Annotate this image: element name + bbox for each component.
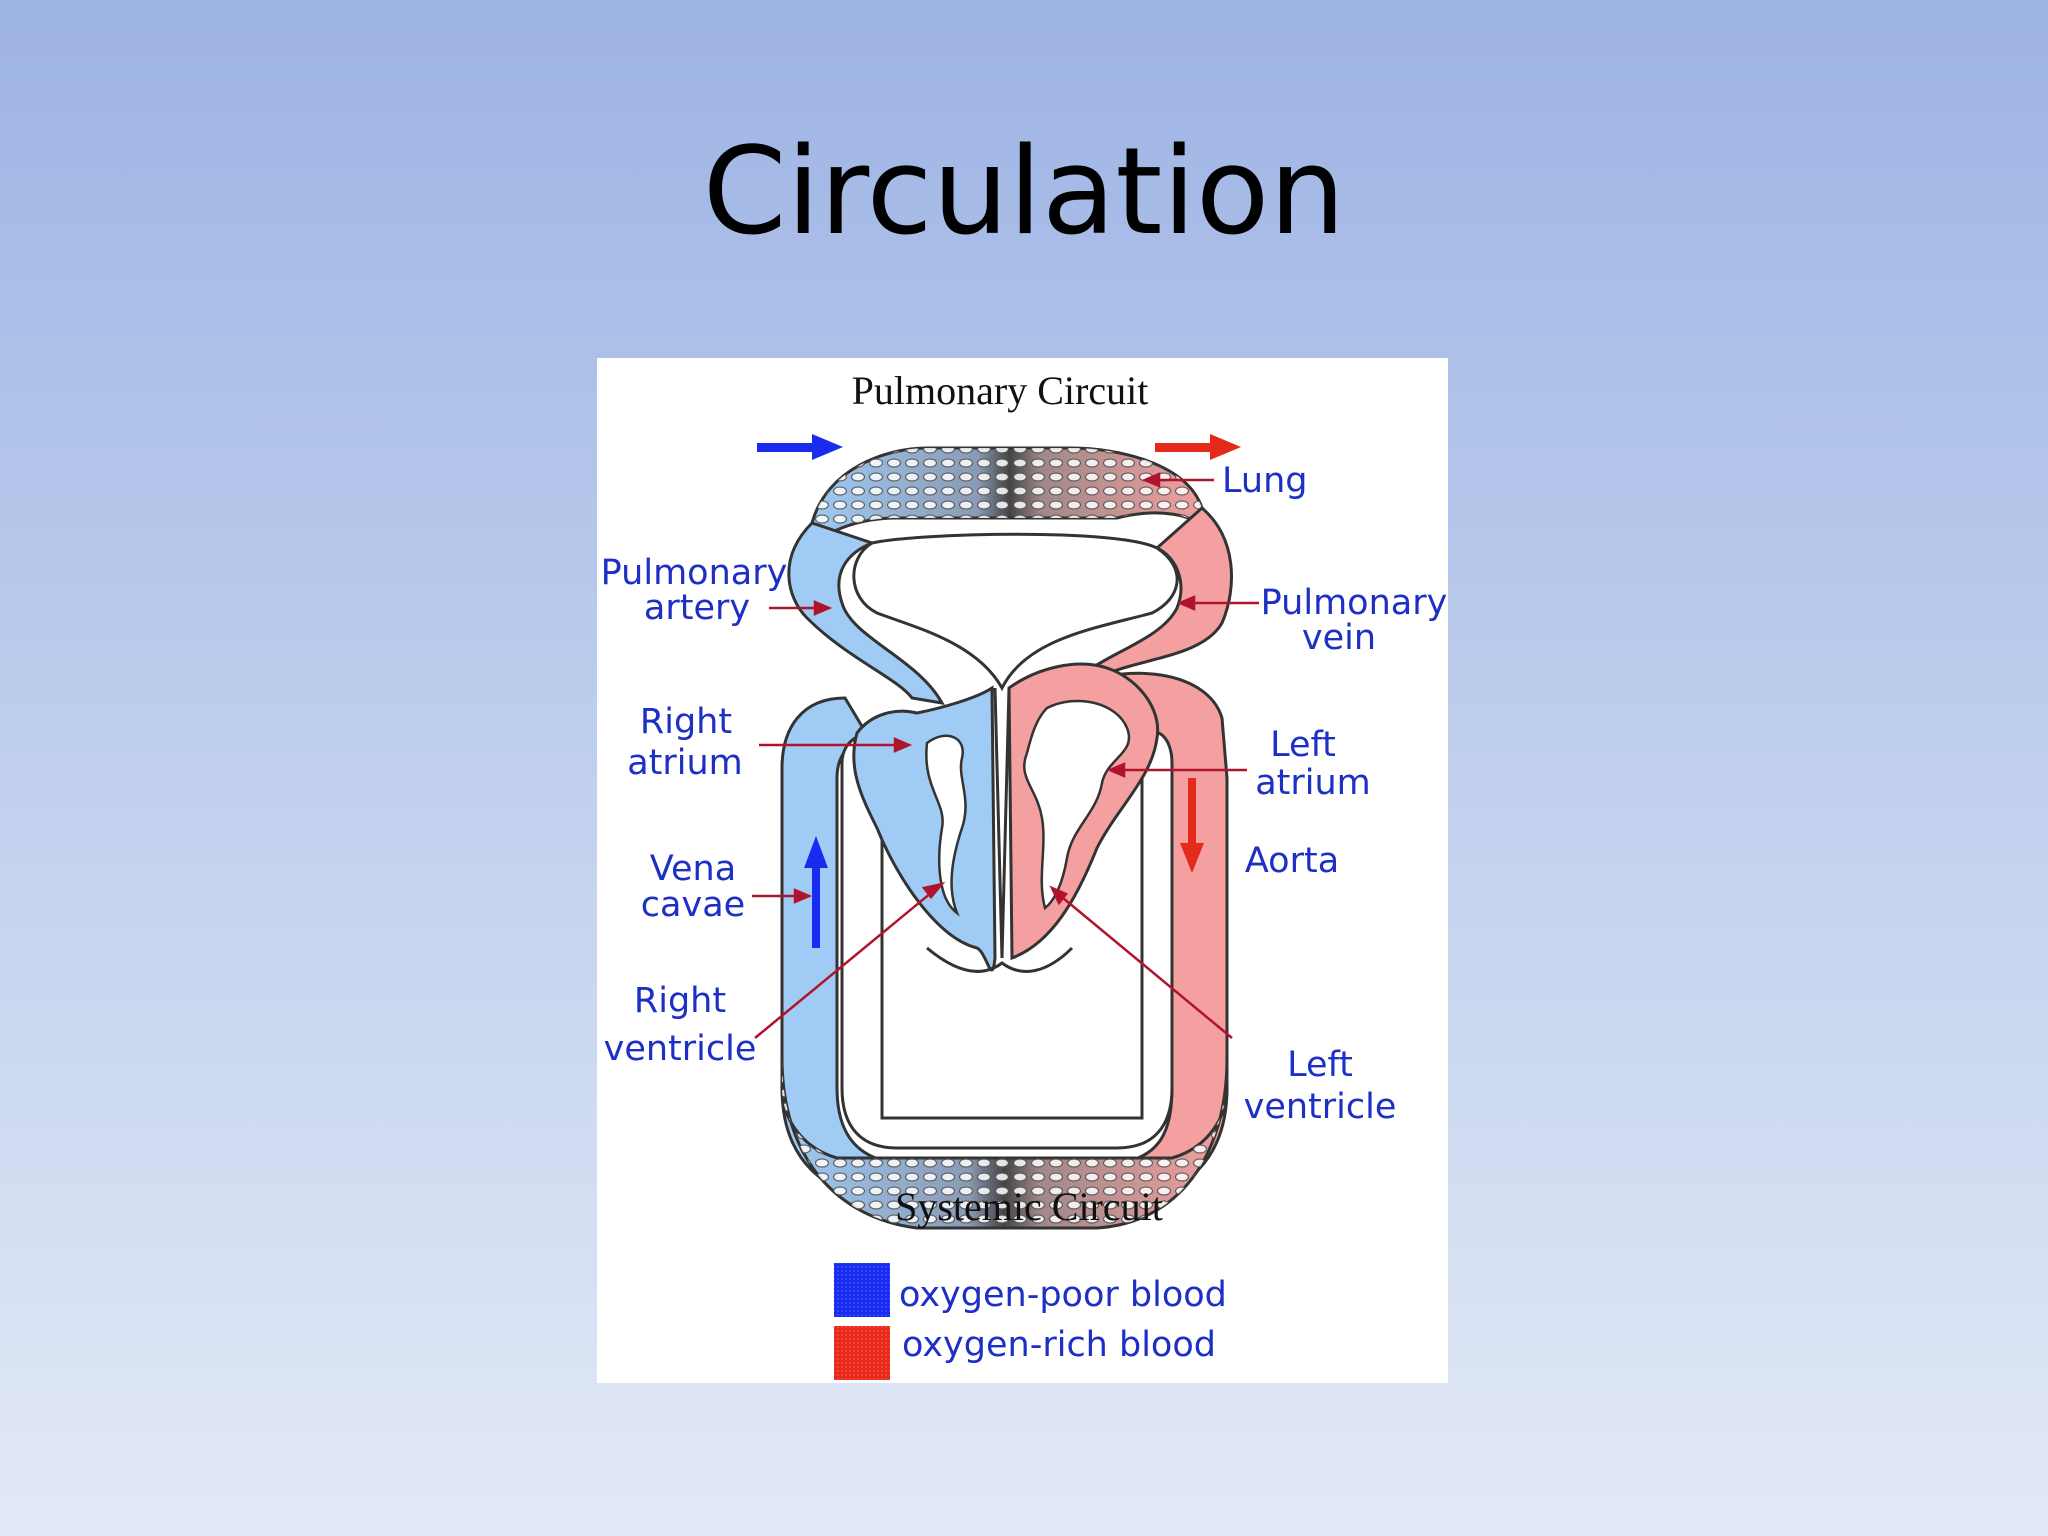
label-right-atrium-line2: atrium — [627, 743, 743, 783]
label-left-ventricle-line2: ventricle — [1244, 1087, 1397, 1127]
label-pointers — [752, 472, 1259, 1039]
label-pulmonary-artery-line1: Pulmonary — [601, 553, 788, 593]
legend-label-oxygen-rich: oxygen-rich blood — [902, 1325, 1216, 1365]
label-vena-cavae-line1: Vena — [650, 849, 736, 889]
red-flow-arrow-top — [1155, 434, 1241, 460]
label-pulmonary-vein-line2: vein — [1302, 618, 1376, 658]
label-right-atrium-line1: Right — [640, 702, 732, 742]
blue-flow-arrow-top — [757, 434, 843, 460]
label-pulmonary-artery-line2: artery — [644, 588, 750, 628]
label-left-atrium-line1: Left — [1270, 725, 1336, 765]
blue-flow-arrow-vena-cavae — [804, 836, 828, 948]
systemic-capillary-bed — [780, 1057, 1229, 1230]
legend-swatch-oxygen-poor — [834, 1263, 890, 1317]
pulmonary-circuit-heading: Pulmonary Circuit — [852, 368, 1149, 413]
label-vena-cavae-line2: cavae — [641, 885, 745, 925]
label-right-ventricle-line2: ventricle — [604, 1029, 757, 1069]
label-lung: Lung — [1222, 461, 1307, 501]
slide-title: Circulation — [702, 123, 1346, 262]
lung-capillary-bed — [810, 446, 1209, 553]
systemic-circuit-heading: Systemic Circuit — [895, 1184, 1163, 1229]
label-aorta: Aorta — [1245, 841, 1339, 881]
left-chamber-cavity — [1023, 699, 1131, 911]
pulmonary-artery-vessel — [787, 521, 945, 705]
circulation-diagram: Pulmonary Circuit — [597, 358, 1448, 1383]
legend-label-oxygen-poor: oxygen-poor blood — [899, 1275, 1227, 1315]
label-left-ventricle-line1: Left — [1287, 1045, 1353, 1085]
right-chamber-cavity — [925, 734, 967, 917]
legend-swatch-oxygen-rich — [834, 1326, 890, 1380]
legend: oxygen-poor blood oxygen-rich blood — [834, 1263, 1227, 1380]
label-pulmonary-vein-line1: Pulmonary — [1261, 583, 1448, 623]
label-right-ventricle-line1: Right — [634, 981, 726, 1021]
label-left-atrium-line2: atrium — [1255, 763, 1371, 803]
pulmonary-inner-loop — [852, 532, 1179, 692]
red-flow-arrow-aorta — [1180, 778, 1204, 873]
